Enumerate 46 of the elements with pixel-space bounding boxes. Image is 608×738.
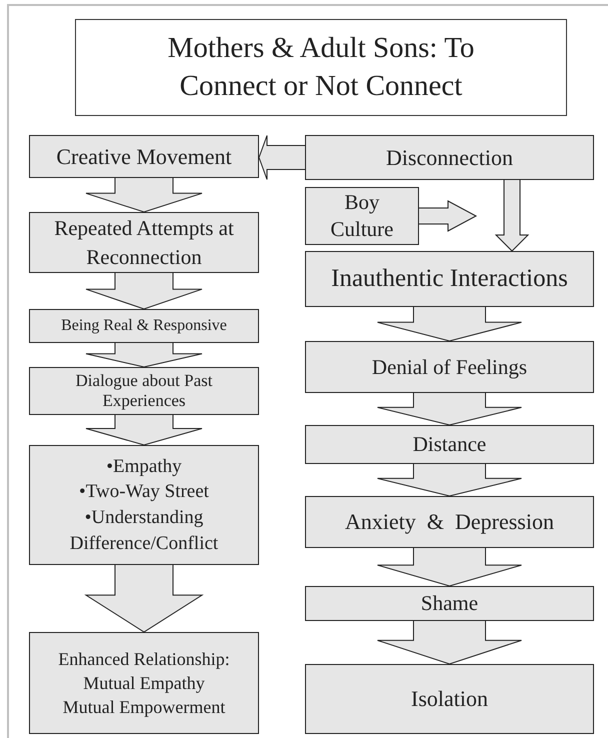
process-box bbox=[305, 341, 594, 393]
box-text: Repeated Attempts at Reconnection bbox=[53, 215, 235, 270]
box-text: •Empathy bbox=[106, 454, 182, 479]
box-text: Mutual Empowerment bbox=[62, 696, 226, 720]
block-arrow bbox=[377, 464, 522, 497]
process-box bbox=[29, 309, 259, 343]
process-box bbox=[29, 445, 259, 565]
process-box bbox=[305, 664, 594, 734]
block-arrow bbox=[377, 392, 522, 426]
title: Mothers & Adult Sons: To Connect or Not Connect bbox=[75, 19, 567, 116]
box-text: •Two-Way Street bbox=[79, 480, 209, 504]
box-text: Boy Culture bbox=[330, 188, 394, 243]
box-text: •Understanding Difference/Conflict bbox=[68, 506, 220, 556]
block-arrow bbox=[258, 135, 306, 180]
block-arrow bbox=[494, 180, 530, 252]
box-text: Denial of Feelings bbox=[372, 354, 528, 380]
process-box bbox=[29, 367, 259, 415]
process-box bbox=[305, 425, 594, 464]
block-arrow bbox=[86, 272, 202, 310]
process-box bbox=[29, 632, 259, 734]
box-text: Mutual Empathy bbox=[83, 672, 205, 695]
block-arrow bbox=[86, 414, 202, 446]
block-arrow bbox=[377, 620, 522, 665]
process-box bbox=[305, 586, 594, 621]
box-text: Distance bbox=[412, 432, 486, 457]
box-text: Enhanced Relationship: bbox=[58, 648, 230, 671]
box-text: Creative Movement bbox=[56, 144, 232, 170]
box-text: Dialogue about Past Experiences bbox=[74, 370, 214, 412]
box-text: Being Real & Responsive bbox=[61, 316, 227, 336]
box-text: Anxiety & Depression bbox=[345, 509, 554, 535]
block-arrow bbox=[86, 178, 202, 213]
process-box bbox=[305, 187, 419, 245]
process-box bbox=[305, 135, 594, 180]
block-arrow bbox=[86, 342, 202, 368]
process-box bbox=[29, 135, 259, 178]
block-arrow bbox=[418, 200, 478, 232]
box-text: Inauthentic Interactions bbox=[331, 264, 568, 294]
block-arrow bbox=[377, 548, 522, 587]
block-arrow bbox=[377, 306, 522, 342]
box-text: Isolation bbox=[411, 686, 488, 712]
block-arrow bbox=[84, 564, 204, 633]
process-box bbox=[305, 496, 594, 548]
box-text: Shame bbox=[420, 591, 478, 616]
box-text: Disconnection bbox=[386, 144, 514, 170]
process-box bbox=[29, 212, 259, 273]
process-box bbox=[305, 251, 594, 307]
